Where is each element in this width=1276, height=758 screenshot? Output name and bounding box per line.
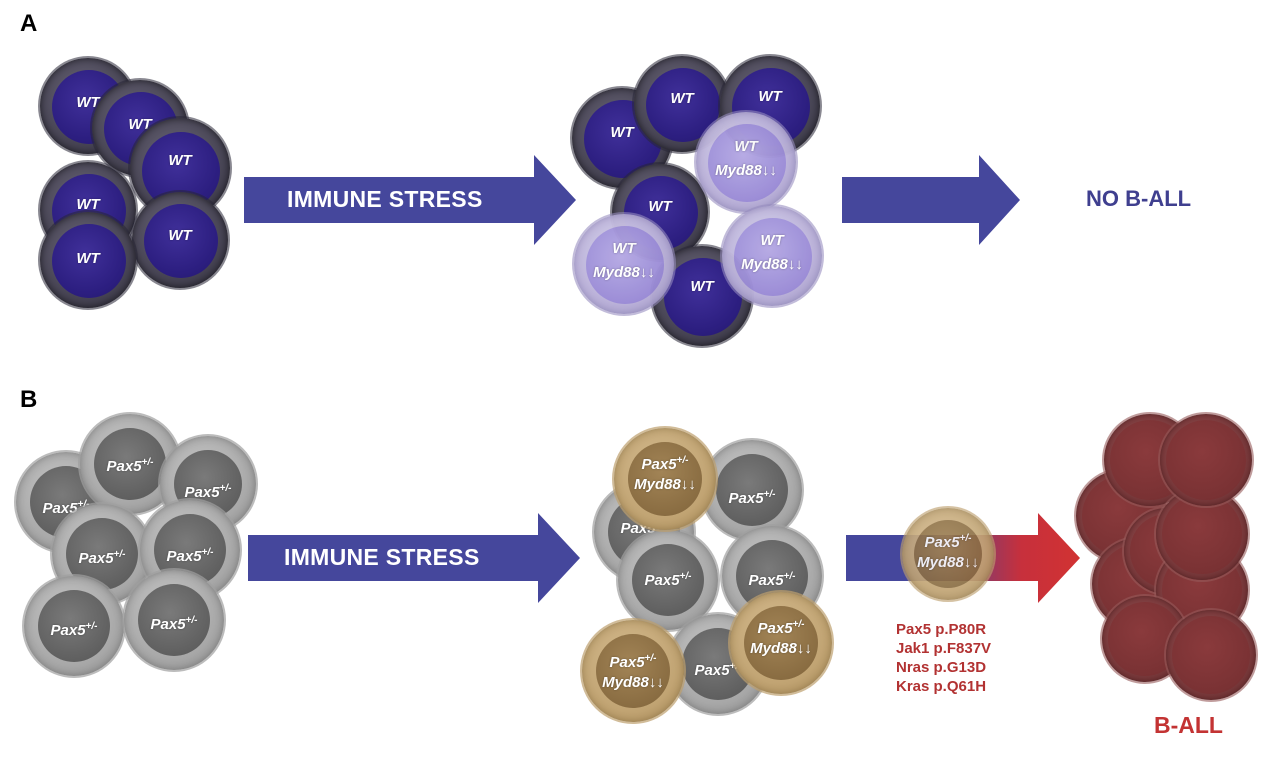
pax5-het-cell: Pax5+/- [702,440,802,540]
mutation-item: Jak1 p.F837V [896,640,992,657]
progression-arrow-a [842,155,1020,245]
leukemic-cell [1166,610,1256,700]
mutation-list: Pax5 p.P80R Jak1 p.F837V Nras p.G13D Kra… [896,620,991,696]
pax5-het-myd88-knockdown-cell: Pax5+/-Myd88↓↓ [614,428,716,530]
outcome-no-b-all: NO B-ALL [1086,186,1192,211]
immune-stress-arrow-b [248,513,580,603]
pax5-het-myd88-knockdown-cell: Pax5+/-Myd88↓↓ [582,620,684,722]
mutation-item: Nras p.G13D [896,659,987,676]
immune-stress-label-a: IMMUNE STRESS [287,186,483,212]
pax5-het-myd88-knockdown-cell: Pax5+/-Myd88↓↓ [730,592,832,694]
mutation-item: Pax5 p.P80R [896,621,987,638]
panel-a-label: A [20,10,38,37]
wt-cell: WT [132,192,228,288]
wt-cell: WT [40,212,136,308]
transition-cell: Pax5+/-Myd88↓↓ [902,508,994,600]
pax5-het-cell: Pax5+/- [124,570,224,670]
pax5-het-cell: Pax5+/- [24,576,124,676]
outcome-b-all: B-ALL [1154,712,1223,738]
leukemic-cell [1160,414,1252,506]
immune-stress-label-b: IMMUNE STRESS [284,544,480,570]
mutation-item: Kras p.Q61H [896,678,987,695]
immune-stress-arrow-a [244,155,576,245]
pax5-het-cell: Pax5+/- [618,530,718,630]
panel-b-label: B [20,386,38,413]
